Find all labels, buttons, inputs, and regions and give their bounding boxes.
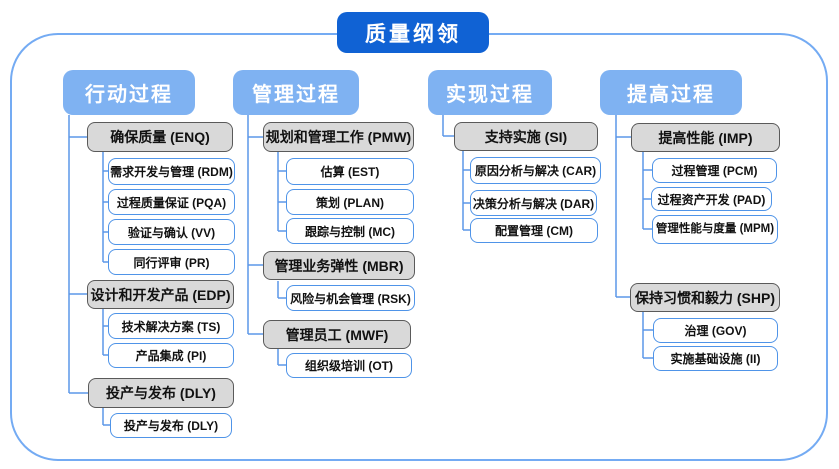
node-dly-group: 投产与发布 (DLY) [88, 378, 234, 408]
node-pcm: 过程管理 (PCM) [652, 158, 777, 183]
node-pqa: 过程质量保证 (PQA) [108, 189, 235, 215]
node-dar: 决策分析与解决 (DAR) [470, 190, 597, 216]
connector-column-action [68, 115, 110, 426]
column-header-action-process: 行动过程 [63, 70, 195, 115]
node-mpm: 管理性能与度量 (MPM) [652, 215, 778, 244]
column-header-management-process: 管理过程 [233, 70, 359, 115]
node-pi: 产品集成 (PI) [108, 343, 234, 368]
column-header-realization-process: 实现过程 [428, 70, 552, 115]
node-cm: 配置管理 (CM) [470, 218, 598, 243]
node-ii: 实施基础设施 (II) [653, 346, 778, 371]
connector-column-improvement [615, 115, 653, 359]
node-car: 原因分析与解决 (CAR) [470, 157, 601, 184]
connector-column-management [247, 115, 286, 366]
node-rsk: 风险与机会管理 (RSK) [286, 285, 415, 311]
node-rdm: 需求开发与管理 (RDM) [108, 158, 235, 185]
node-pmw: 规划和管理工作 (PMW) [263, 122, 414, 152]
node-imp: 提高性能 (IMP) [631, 123, 780, 152]
node-si: 支持实施 (SI) [454, 122, 598, 151]
node-vv: 验证与确认 (VV) [108, 219, 235, 245]
node-est: 估算 (EST) [286, 158, 414, 185]
node-pad: 过程资产开发 (PAD) [651, 187, 772, 211]
node-ot: 组织级培训 (OT) [286, 353, 412, 378]
node-shp: 保持习惯和毅力 (SHP) [630, 283, 780, 312]
node-mwf: 管理员工 (MWF) [263, 320, 411, 349]
node-pr: 同行评审 (PR) [108, 249, 235, 275]
node-gov: 治理 (GOV) [653, 318, 778, 343]
node-enq: 确保质量 (ENQ) [87, 122, 233, 152]
node-plan: 策划 (PLAN) [286, 189, 414, 215]
root-node-quality-program: 质量纲领 [337, 12, 489, 53]
node-mbr: 管理业务弹性 (MBR) [263, 251, 415, 280]
column-header-improvement-process: 提高过程 [600, 70, 742, 115]
node-edp: 设计和开发产品 (EDP) [87, 280, 234, 309]
node-ts: 技术解决方案 (TS) [108, 313, 234, 339]
node-mc: 跟踪与控制 (MC) [286, 218, 414, 244]
node-dly-leaf: 投产与发布 (DLY) [110, 413, 232, 438]
connector-column-realization [442, 115, 470, 231]
